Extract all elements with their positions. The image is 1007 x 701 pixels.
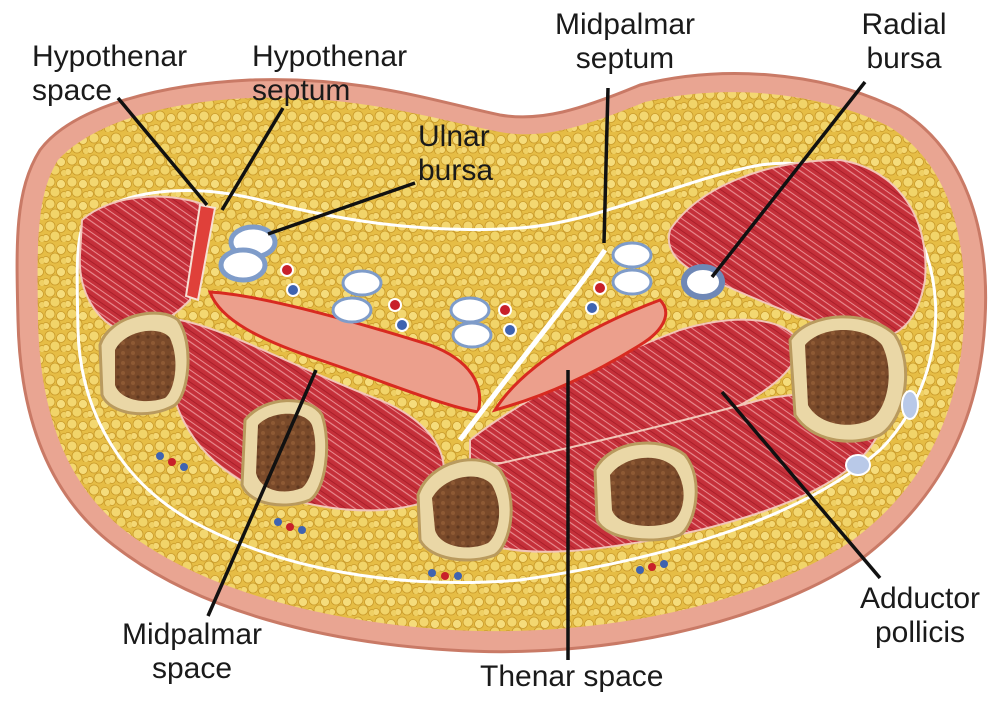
label-radial-bursa: Radial bursa [848,8,960,76]
label-hypothenar-septum: Hypothenar septum [252,40,407,108]
label-hypothenar-space: Hypothenar space [32,40,187,108]
label-midpalmar-space: Midpalmar space [118,618,266,686]
label-midpalmar-septum: Midpalmar septum [550,8,700,76]
label-thenar-space: Thenar space [480,660,663,694]
label-adductor-pollicis: Adductor pollicis [845,582,995,650]
label-ulnar-bursa: Ulnar bursa [418,120,493,188]
